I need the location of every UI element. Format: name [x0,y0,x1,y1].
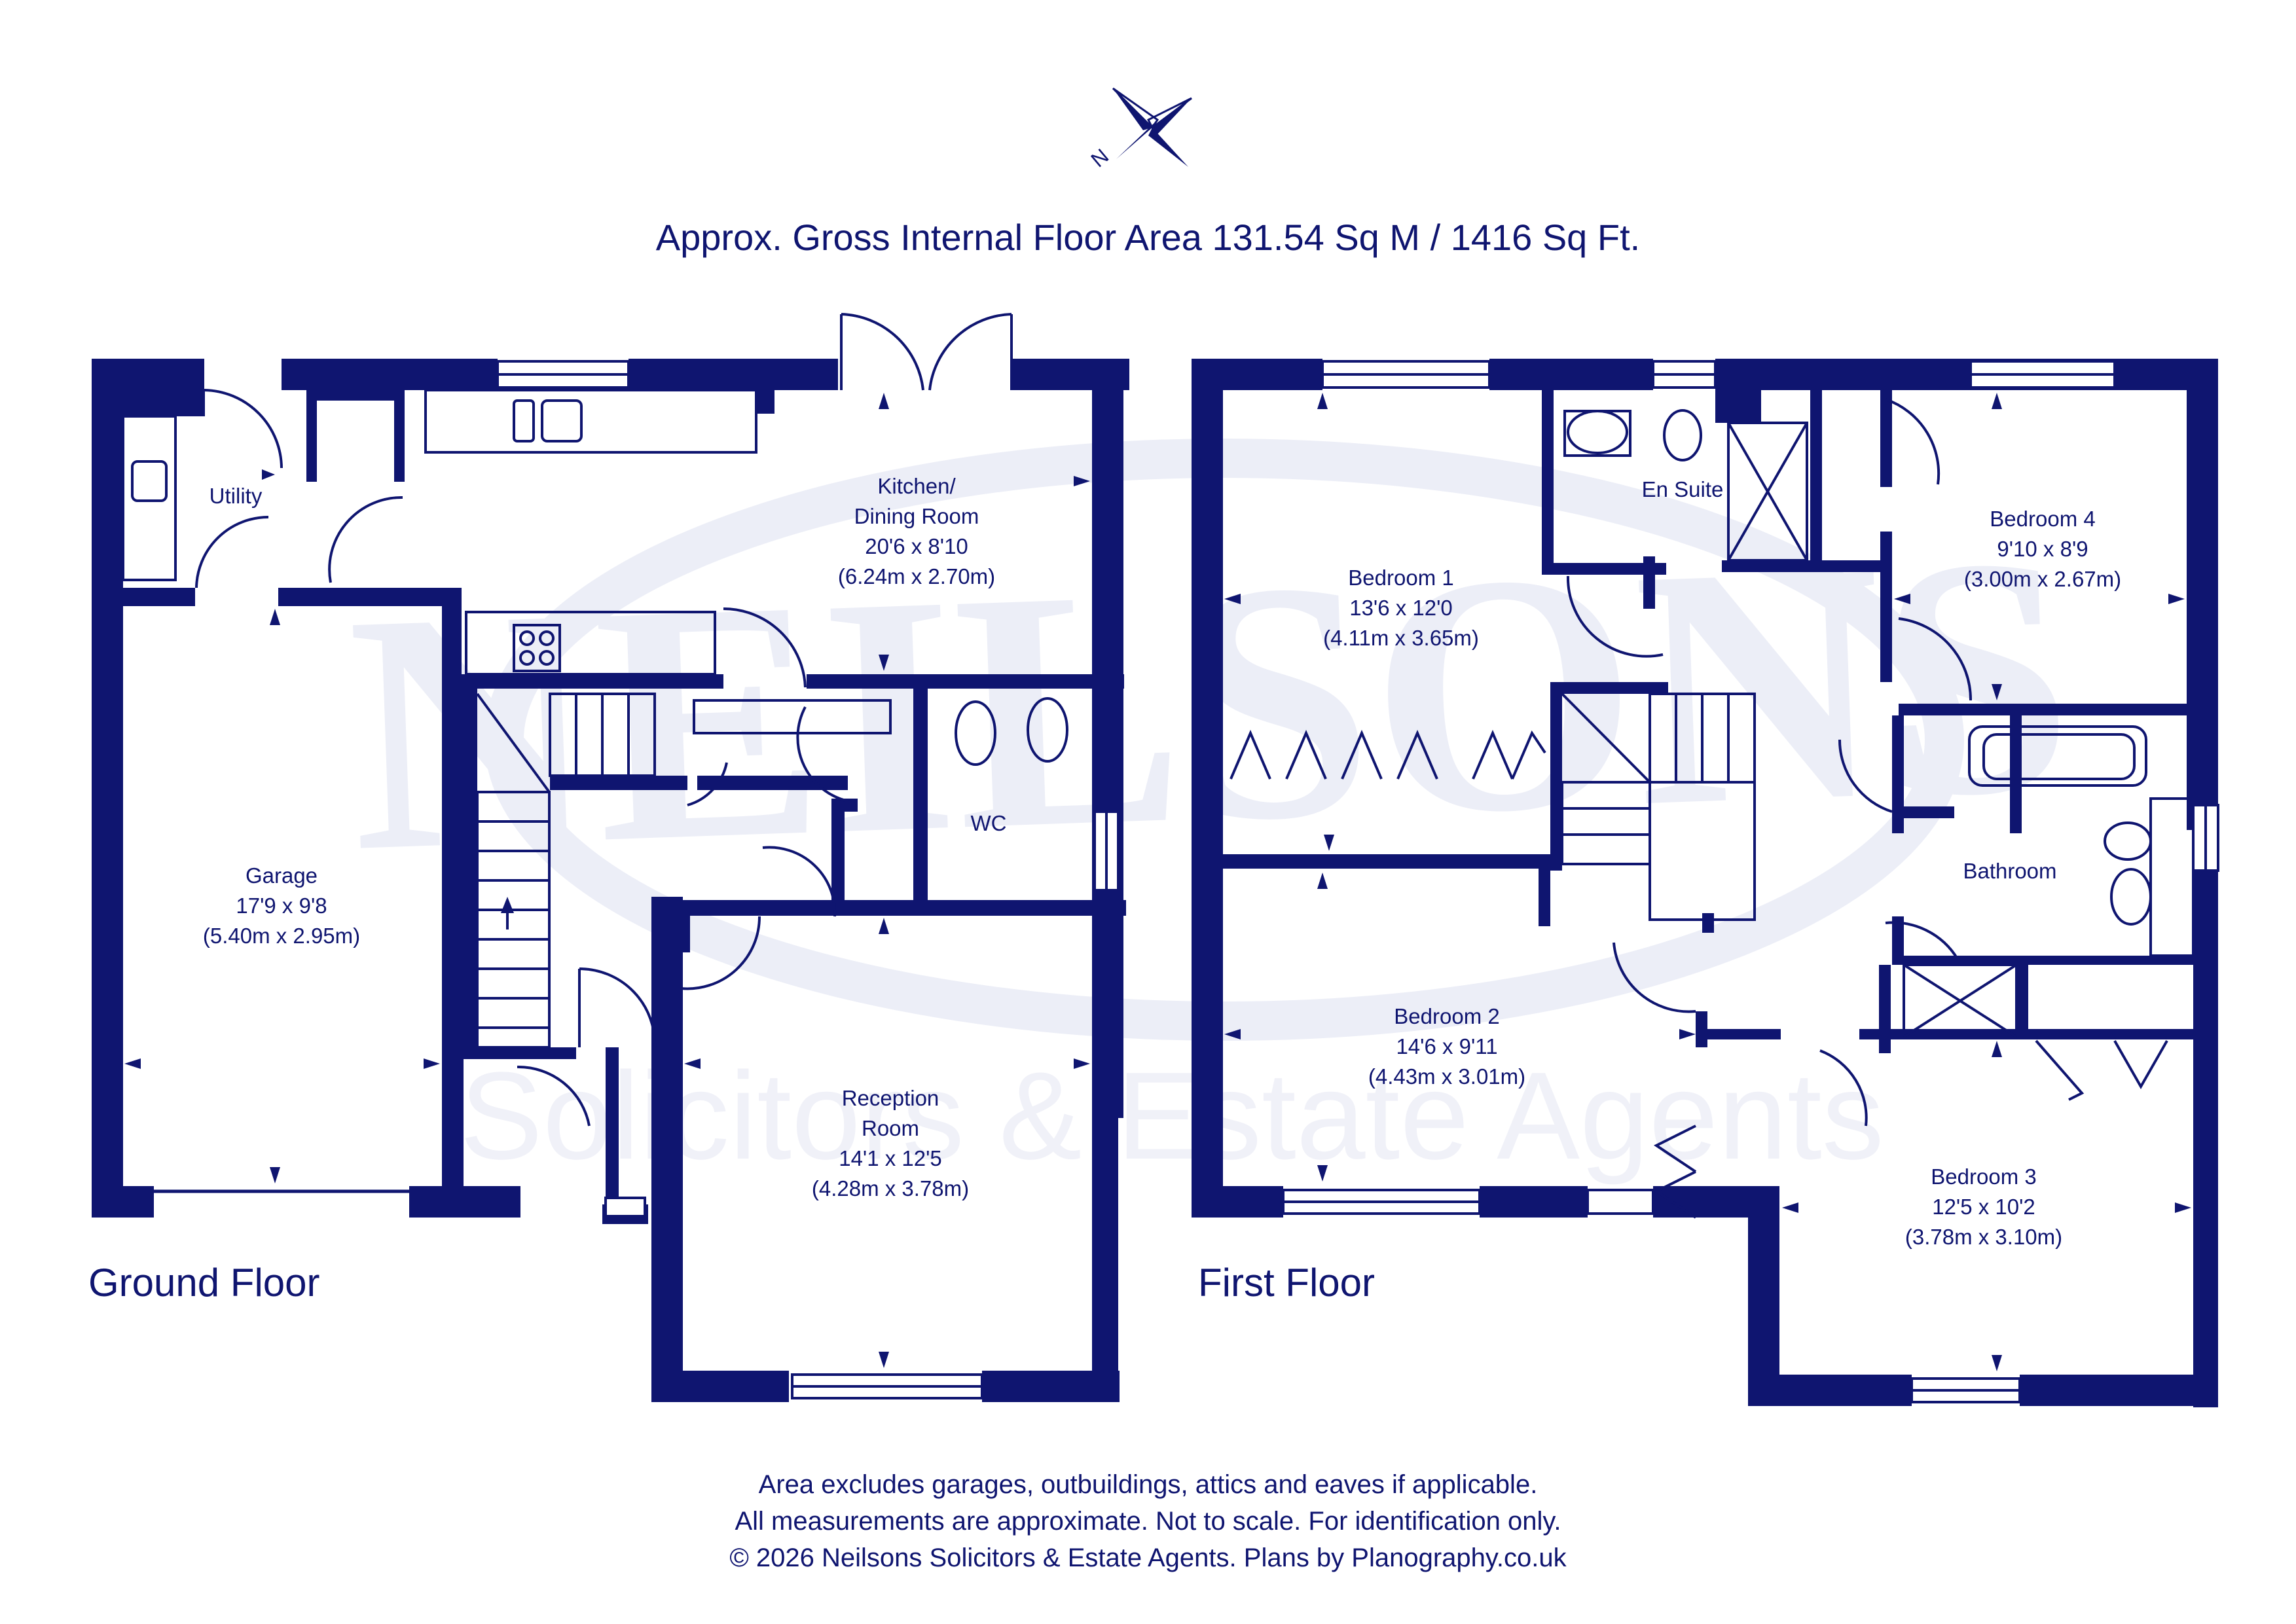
bedroom4-imperial: 9'10 x 8'9 [1997,537,2088,561]
first-floor-arrows [1224,393,2191,1371]
room-label-bedroom3: Bedroom 3 12'5 x 10'2 (3.78m x 3.10m) [1853,1162,2115,1252]
reception-metric: (4.28m x 3.78m) [811,1176,970,1200]
bedroom1-imperial: 13'6 x 12'0 [1349,596,1453,620]
room-label-wc: WC [936,808,1041,839]
bedroom1-name: Bedroom 1 [1348,566,1454,590]
ground-floor-fixtures [122,313,1120,1399]
kitchen-name-2: Dining Room [854,504,979,528]
ground-floor-label: Ground Floor [88,1261,320,1305]
room-label-kitchen: Kitchen/ Dining Room 20'6 x 8'10 (6.24m … [773,471,1061,592]
garage-metric: (5.40m x 2.95m) [202,924,361,948]
bedroom3-name: Bedroom 3 [1931,1164,2037,1189]
kitchen-name-1: Kitchen/ [877,474,956,498]
ensuite-name: En Suite [1641,477,1724,501]
bedroom3-metric: (3.78m x 3.10m) [1904,1225,2063,1249]
disclaimer: Area excludes garages, outbuildings, att… [0,1466,2296,1576]
utility-name: Utility [209,484,263,508]
compass-icon: N [1086,87,1192,171]
disclaimer-line-1: Area excludes garages, outbuildings, att… [758,1470,1538,1499]
garage-imperial: 17'9 x 9'8 [236,893,327,918]
room-label-bathroom: Bathroom [1938,856,2082,886]
bedroom4-metric: (3.00m x 2.67m) [1963,567,2122,591]
room-label-bedroom1: Bedroom 1 13'6 x 12'0 (4.11m x 3.65m) [1270,563,1532,653]
bedroom2-metric: (4.43m x 3.01m) [1368,1064,1526,1089]
room-label-garage: Garage 17'9 x 9'8 (5.40m x 2.95m) [151,861,412,951]
room-label-utility: Utility [183,481,288,511]
room-label-bedroom4: Bedroom 4 9'10 x 8'9 (3.00m x 2.67m) [1912,504,2174,594]
disclaimer-line-2: All measurements are approximate. Not to… [735,1507,1561,1536]
room-label-reception: Reception Room 14'1 x 12'5 (4.28m x 3.78… [746,1083,1034,1204]
svg-text:Solicitors & Estate Agents: Solicitors & Estate Agents [460,1047,1884,1185]
first-floor-label: First Floor [1198,1261,1375,1305]
kitchen-imperial: 20'6 x 8'10 [865,534,968,558]
room-label-ensuite: En Suite [1617,475,1748,505]
bedroom3-imperial: 12'5 x 10'2 [1932,1195,2035,1219]
bedroom2-name: Bedroom 2 [1394,1004,1500,1028]
floor-area-title: Approx. Gross Internal Floor Area 131.54… [655,217,1641,258]
ground-floor-walls [92,359,1129,1402]
bedroom4-name: Bedroom 4 [1990,507,2096,531]
disclaimer-line-3: © 2026 Neilsons Solicitors & Estate Agen… [729,1543,1567,1572]
room-label-bedroom2: Bedroom 2 14'6 x 9'11 (4.43m x 3.01m) [1316,1001,1578,1092]
first-floor-fixtures [1230,360,2219,1403]
reception-name-2: Room [861,1116,920,1140]
kitchen-metric: (6.24m x 2.70m) [837,564,996,588]
reception-imperial: 14'1 x 12'5 [839,1146,942,1170]
svg-text:N: N [1086,144,1113,171]
bathroom-name: Bathroom [1963,859,2057,883]
reception-name-1: Reception [841,1086,939,1110]
bedroom1-metric: (4.11m x 3.65m) [1323,626,1479,650]
ground-floor-arrows [124,393,1090,1368]
garage-name: Garage [245,863,318,888]
wc-name: WC [970,811,1007,835]
bedroom2-imperial: 14'6 x 9'11 [1396,1034,1498,1058]
